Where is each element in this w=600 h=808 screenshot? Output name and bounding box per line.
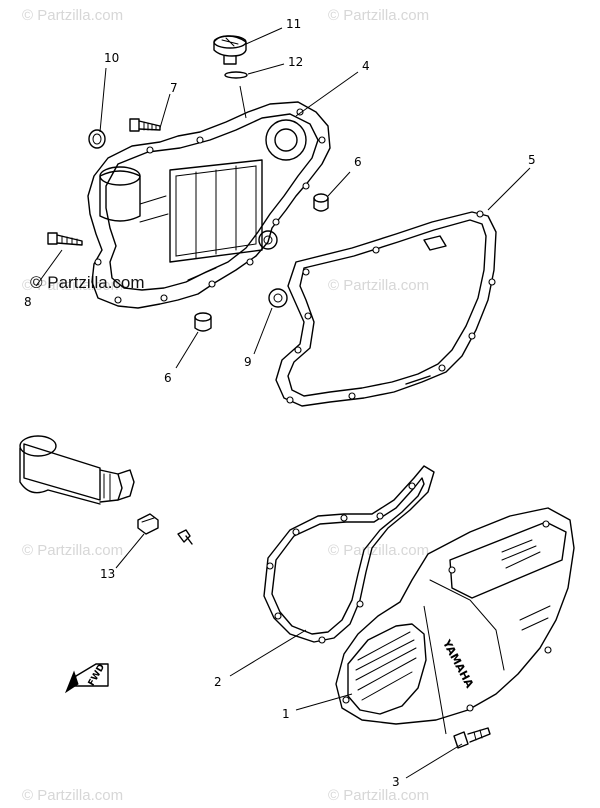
watermark: © Partzilla.com [22, 277, 123, 294]
callout-5: 5 [528, 153, 536, 167]
dowel-pin [194, 312, 212, 332]
callout-12: 12 [288, 55, 303, 69]
callout-6-upper: 6 [354, 155, 362, 169]
clamp-13 [137, 513, 159, 535]
watermark: © Partzilla.com [22, 787, 123, 804]
dowel-pin [313, 193, 329, 212]
watermark: © Partzilla.com [328, 542, 429, 559]
oil-seal [88, 129, 106, 149]
yamaha-logo: YAMAHA [439, 637, 476, 691]
callout-11: 11 [286, 17, 301, 31]
callout-6-lower: 6 [164, 371, 172, 385]
watermark: © Partzilla.com [328, 7, 429, 24]
callout-4: 4 [362, 59, 370, 73]
watermark: © Partzilla.com [22, 7, 123, 24]
screw [177, 529, 193, 545]
callout-8: 8 [24, 295, 32, 309]
oil-seal-9 [268, 288, 288, 308]
forward-arrow-icon: FWD [64, 663, 109, 694]
oil-filler-cap [213, 35, 247, 65]
callout-10: 10 [104, 51, 119, 65]
o-ring [224, 71, 248, 79]
callout-2: 2 [214, 675, 222, 689]
bolt-7 [129, 118, 161, 132]
callout-1: 1 [282, 707, 290, 721]
crankcase-cover-gasket [275, 210, 497, 407]
watermark-prominent: © Partzilla.com [30, 273, 145, 292]
cover-screw [453, 727, 491, 749]
callout-9: 9 [244, 355, 252, 369]
callout-7: 7 [170, 81, 178, 95]
ignition-coil [19, 435, 135, 505]
callout-3: 3 [392, 775, 400, 789]
cover-gasket [263, 465, 435, 644]
crankcase-cover [87, 101, 331, 309]
callout-labels: 11 12 4 7 10 6 5 8 9 6 13 2 1 3 [24, 17, 536, 789]
fwd-label: FWD [87, 663, 107, 688]
callout-13: 13 [100, 567, 115, 581]
watermark: © Partzilla.com [328, 277, 429, 294]
watermark: © Partzilla.com [328, 787, 429, 804]
leader-lines [35, 27, 531, 779]
bolt-8 [47, 232, 83, 246]
watermark-layer: © Partzilla.com © Partzilla.com © Partzi… [22, 7, 429, 804]
watermark: © Partzilla.com [22, 542, 123, 559]
